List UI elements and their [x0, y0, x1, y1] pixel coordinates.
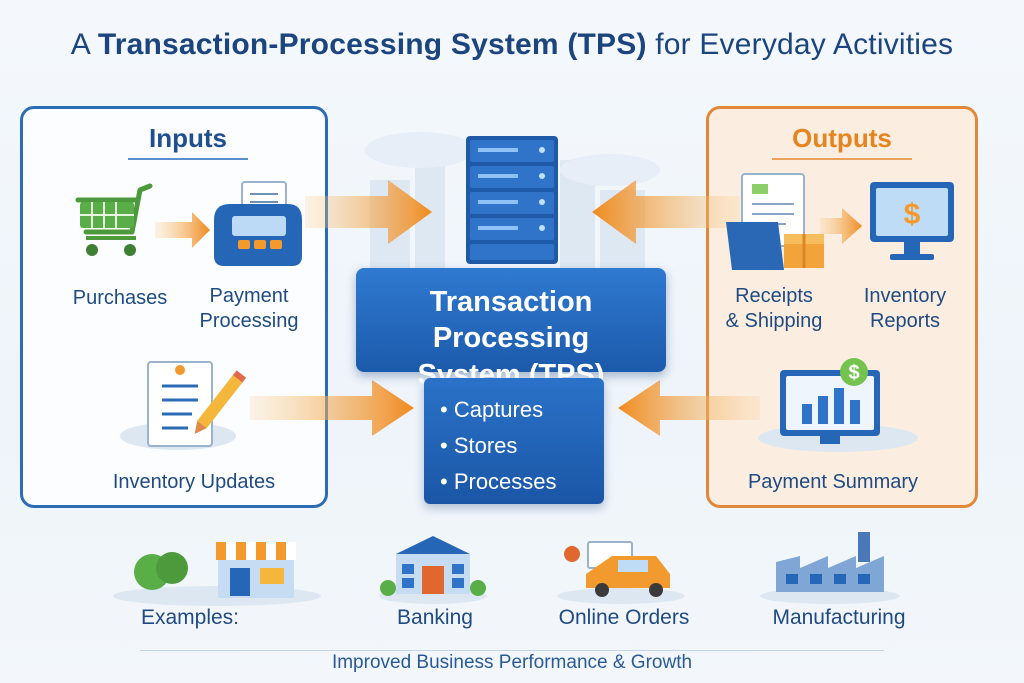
bank-building-icon: [379, 536, 487, 604]
arrow-payment-to-tps: [305, 180, 432, 244]
svg-text:$: $: [848, 362, 859, 384]
function-stores: • Stores: [440, 433, 518, 458]
storefront-icon: [113, 542, 321, 606]
tps-functions-box: • Captures • Stores • Processes: [424, 378, 604, 504]
outputs-heading-underline: [772, 158, 912, 160]
arrow-inventory-to-tps: [250, 380, 414, 436]
monitor-dollar-icon: $: [870, 182, 954, 260]
receipts-shipping-label: Receipts & Shipping: [718, 284, 830, 334]
receipts-shipping-label-line2: & Shipping: [725, 310, 823, 332]
page-title: A Transaction-Processing System (TPS) fo…: [70, 28, 954, 61]
factory-icon: [760, 532, 900, 604]
outputs-heading: Outputs: [792, 123, 892, 153]
examples-label: Examples:: [140, 606, 240, 629]
payment-terminal-icon: [214, 181, 302, 266]
delivery-car-icon: [557, 541, 685, 604]
server-rack-icon: [466, 136, 558, 264]
tps-central-box: Transaction Processing System (TPS): [356, 268, 666, 391]
purchases-label: Purchases: [72, 287, 168, 309]
receipt-package-icon: [726, 173, 824, 270]
inventory-updates-label: Inventory Updates: [112, 471, 276, 493]
payment-processing-label-line2: Processing: [199, 310, 299, 332]
inventory-reports-label-line1: Inventory: [863, 285, 947, 307]
function-processes: • Processes: [440, 469, 557, 494]
function-captures: • Captures: [440, 397, 544, 422]
tps-title-line1: Transaction Processing: [429, 286, 593, 355]
arrow-purchases-to-payment: [155, 212, 210, 248]
example-banking-label: Banking: [397, 606, 473, 629]
inputs-heading-underline: [128, 158, 248, 160]
payment-summary-label: Payment Summary: [747, 471, 919, 493]
inventory-reports-label-line2: Reports: [869, 310, 941, 332]
example-online-orders-label: Online Orders: [558, 606, 690, 629]
footer-divider: [140, 650, 884, 651]
receipts-shipping-label-line1: Receipts: [735, 285, 813, 307]
footer-tagline: Improved Business Performance & Growth: [331, 652, 693, 673]
inventory-reports-label: Inventory Reports: [848, 284, 962, 334]
checklist-pencil-icon: [120, 361, 247, 450]
shopping-cart-icon: [75, 183, 153, 256]
payment-processing-label-line1: Payment: [209, 285, 289, 307]
svg-text:$: $: [904, 198, 921, 231]
payment-processing-label: Payment Processing: [190, 284, 308, 334]
inputs-heading: Inputs: [149, 123, 227, 153]
arrow-tps-to-outputs: [592, 180, 740, 244]
monitor-chart-icon: $: [758, 358, 918, 452]
arrow-summary-to-tps: [618, 380, 760, 436]
example-manufacturing-label: Manufacturing: [772, 606, 906, 629]
arrow-receipts-to-reports: [820, 208, 862, 244]
